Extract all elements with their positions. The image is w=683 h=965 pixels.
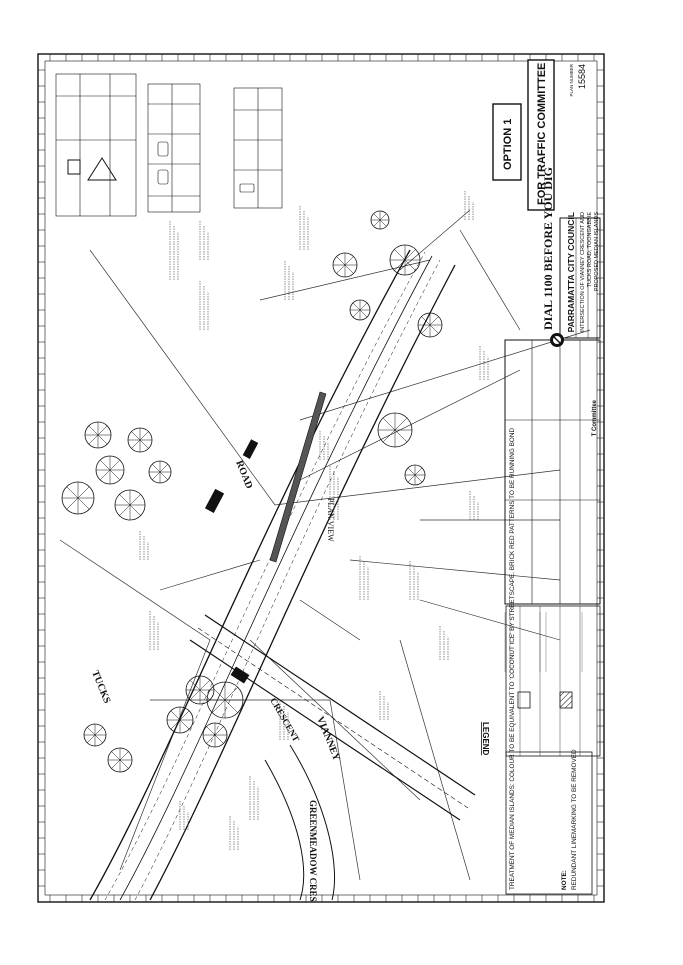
plan-number-label: PLAN NUMBER <box>569 63 574 96</box>
tree-icon <box>95 455 125 485</box>
give-way-sign-icon <box>87 157 117 181</box>
tree-icon <box>127 427 153 453</box>
tree-icon <box>114 489 146 521</box>
title-line-1: INTERSECTION OF VIANNEY CRESCENT AND <box>580 212 586 332</box>
tree-icon <box>107 747 133 773</box>
legend-swatch-paving <box>517 691 531 709</box>
tree-icon <box>84 421 112 449</box>
tucks-road <box>89 249 456 901</box>
committee-box: FOR TRAFFIC COMMITTEE <box>527 59 555 211</box>
tree-icon <box>389 244 421 276</box>
legend-title: LEGEND <box>481 722 490 756</box>
tree-icon <box>166 706 194 734</box>
drawing-frame <box>37 53 605 903</box>
title-line-2: TUCKS ROAD, TOONGABBIE <box>587 212 593 288</box>
note-title: NOTE: <box>561 870 568 890</box>
council-name: PARRAMATTA CITY COUNCIL <box>566 212 576 332</box>
dimension-lines <box>159 209 561 641</box>
status-label: T Committee <box>592 399 598 436</box>
tree-icon <box>332 252 358 278</box>
frame-ticks <box>38 54 604 902</box>
greenmeadow-cres <box>264 744 336 901</box>
tree-icon <box>185 675 215 705</box>
title-block-text: PARRAMATTA CITY COUNCIL INTERSECTION OF … <box>566 63 600 436</box>
tree-icon <box>349 299 371 321</box>
plan-view-label: PLAN VIEW <box>326 498 335 542</box>
tree-icon <box>417 312 443 338</box>
property-boundaries <box>59 229 591 881</box>
svg-text:REDUNDANT LINEMARKING TO BE RE: REDUNDANT LINEMARKING TO BE REMOVED <box>571 749 578 890</box>
dial-label: DIAL 1100 BEFORE YOU DIG <box>541 167 555 330</box>
tree-icon <box>202 722 228 748</box>
tree-icon <box>377 412 413 448</box>
legend-swatch-hatched <box>559 691 573 709</box>
keep-left-sign-icon <box>67 159 81 175</box>
tree-icon <box>206 681 244 719</box>
sign-tables <box>55 73 283 217</box>
option-box: OPTION 1 <box>492 103 522 181</box>
street-label-greenmeadow: GREENMEADOW CRES <box>308 800 318 902</box>
tree-icon <box>404 464 426 486</box>
tree-icon <box>370 210 390 230</box>
tree-icon <box>148 460 172 484</box>
committee-label: FOR TRAFFIC COMMITTEE <box>536 63 548 205</box>
tree-icon <box>83 723 107 747</box>
trees <box>61 210 443 773</box>
note-redundant-line: REDUNDANT LINEMARKING TO BE REMOVED <box>571 749 578 890</box>
title-line-3: PROPOSED MEDIAN ISLANDS <box>594 212 600 291</box>
dial-before-you-dig: DIAL 1100 BEFORE YOU DIG <box>541 167 564 347</box>
option-label: OPTION 1 <box>502 119 514 170</box>
note-treatment-line: TREATMENT OF MEDIAN ISLANDS: COLOUR TO B… <box>509 428 516 890</box>
tree-icon <box>61 481 95 515</box>
svg-text:TREATMENT OF MEDIAN ISLANDS: C: TREATMENT OF MEDIAN ISLANDS: COLOUR TO B… <box>509 428 516 890</box>
annotations <box>139 190 489 850</box>
notes-box: TREATMENT OF MEDIAN ISLANDS: COLOUR TO B… <box>505 428 593 895</box>
svg-text:NOTE:: NOTE: <box>561 870 568 890</box>
plan-number: 15584 <box>577 64 587 89</box>
proposed-median-island <box>204 391 327 684</box>
